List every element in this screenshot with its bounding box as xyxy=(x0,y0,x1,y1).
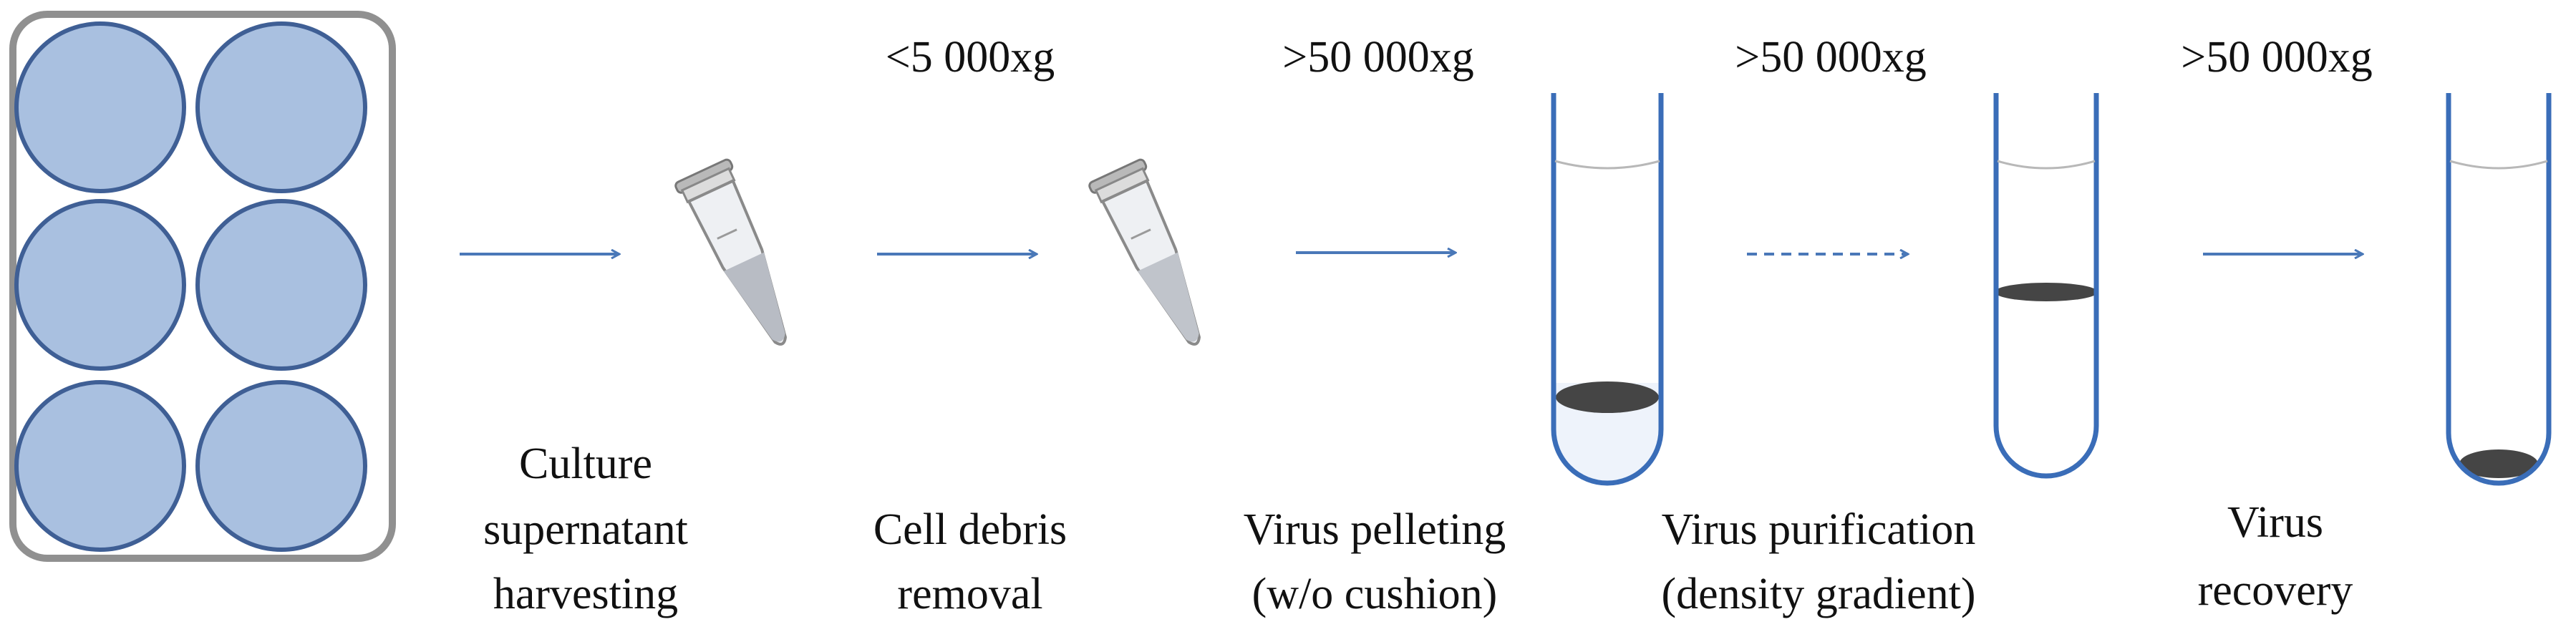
step-debris-line2: removal xyxy=(897,570,1042,618)
step-purify-line2: (density gradient) xyxy=(1661,570,1975,618)
microtube-icon xyxy=(674,158,788,346)
microtube-icon xyxy=(1088,158,1201,346)
well xyxy=(195,380,367,552)
speed-label-2: >50 000xg xyxy=(1282,33,1473,82)
speed-label-1: <5 000xg xyxy=(886,33,1055,82)
well xyxy=(195,21,367,193)
centrifuge-tube-recovery xyxy=(2446,93,2552,486)
well xyxy=(14,199,186,371)
pellet-band xyxy=(1556,381,1659,413)
speed-label-3: >50 000xg xyxy=(1735,33,1926,82)
centrifuge-tube-pellet xyxy=(1551,93,1664,486)
step-harvest-line2: supernatant xyxy=(483,505,688,554)
speed-label-4: >50 000xg xyxy=(2181,33,2372,82)
step-recover-line2: recovery xyxy=(2198,566,2353,615)
culture-plate xyxy=(9,11,396,562)
step-pellet-line2: (w/o cushion) xyxy=(1252,570,1498,618)
virus-band xyxy=(1995,283,2098,301)
step-harvest-line1: Culture xyxy=(519,439,652,488)
step-harvest-line3: harvesting xyxy=(493,570,678,618)
well xyxy=(14,380,186,552)
step-debris-line1: Cell debris xyxy=(873,505,1067,554)
step-recover-line1: Virus xyxy=(2227,498,2323,547)
recovered-pellet xyxy=(2459,449,2538,478)
step-purify-line1: Virus purification xyxy=(1662,505,1976,554)
step-pellet-line1: Virus pelleting xyxy=(1244,505,1506,554)
centrifuge-tube-gradient xyxy=(1993,93,2099,479)
well xyxy=(14,21,186,193)
well xyxy=(195,199,367,371)
